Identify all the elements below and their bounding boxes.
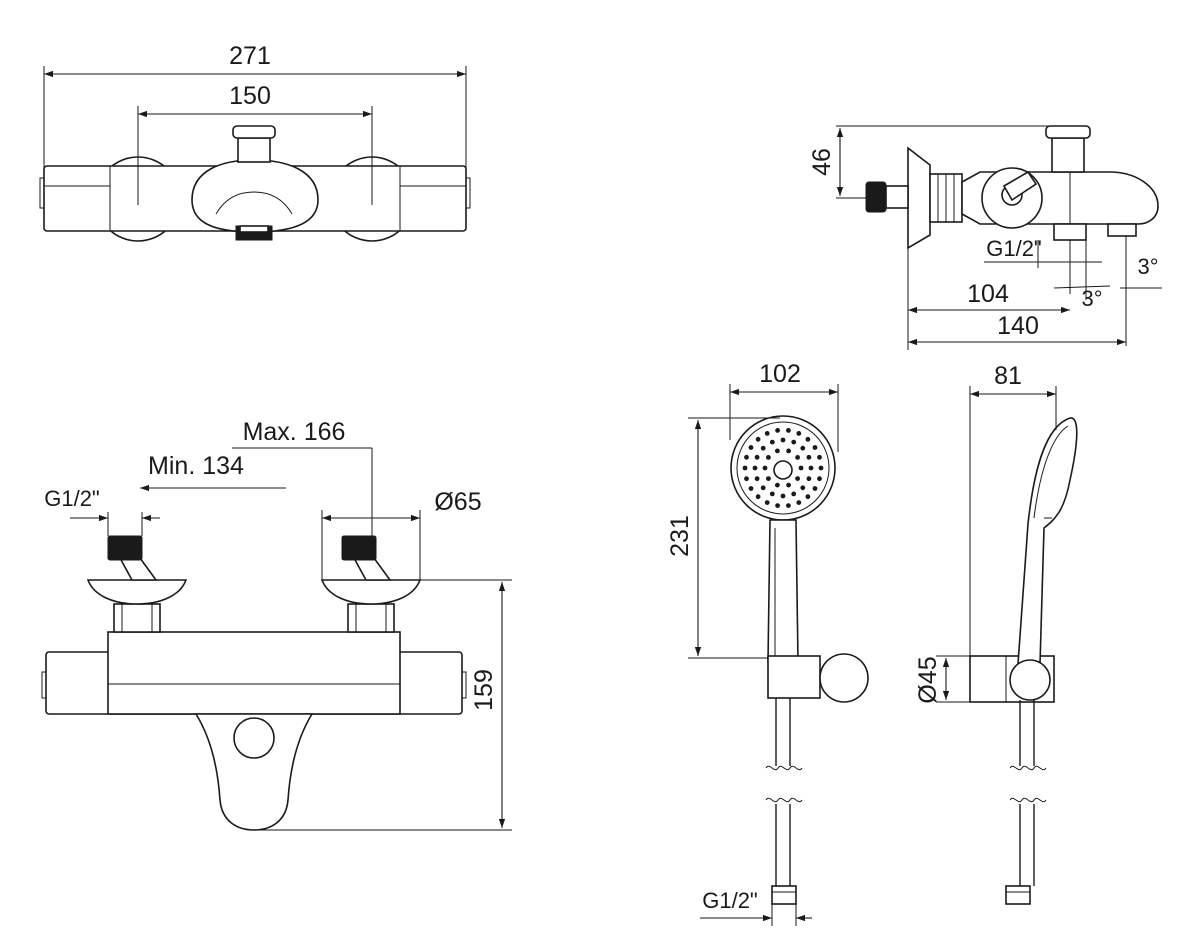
nozzle (754, 454, 760, 460)
nozzle (760, 485, 766, 491)
nozzle (766, 455, 771, 460)
nozzle (766, 476, 771, 481)
dim-profile-width: 81 (994, 362, 1022, 390)
nozzle (755, 436, 761, 442)
nozzle (744, 476, 749, 482)
nozzle (806, 476, 812, 482)
nozzle (754, 476, 760, 482)
dim-flange-diameter: Ø65 (434, 488, 481, 516)
nozzle (755, 494, 761, 500)
nozzle (796, 431, 802, 436)
nozzle (775, 428, 780, 433)
nozzle (812, 445, 818, 450)
nozzle (805, 494, 811, 500)
side-view (865, 125, 1159, 250)
dim-valve-spacing: 150 (229, 82, 271, 110)
nozzle (775, 448, 780, 454)
nozzle (744, 454, 749, 460)
nozzle (800, 485, 806, 491)
dim-side-depth: 46 (808, 148, 836, 176)
dim-front-height: 159 (470, 669, 498, 711)
shower-head-front (730, 415, 869, 905)
nozzle (795, 455, 800, 460)
nozzle (748, 445, 754, 450)
dim-side-thread: G1/2" (986, 236, 1042, 261)
nozzle (775, 503, 780, 508)
nozzle (808, 465, 814, 471)
nozzle (775, 482, 780, 488)
nozzle (805, 436, 811, 442)
dim-holder-diameter: Ø45 (914, 656, 942, 703)
nozzle (786, 448, 791, 454)
shower-head-profile (969, 417, 1078, 905)
dim-max-spacing: Max. 166 (243, 418, 346, 446)
nozzle (752, 465, 758, 471)
nozzle (764, 500, 770, 505)
dim-hose-thread: G1/2" (702, 888, 758, 913)
spray-nozzles (742, 428, 824, 508)
dim-angle-lower: 3° (1081, 286, 1102, 311)
nozzle (795, 476, 800, 481)
nozzle (742, 465, 748, 471)
dim-angle-right: 3° (1137, 254, 1158, 279)
nozzle (786, 503, 791, 508)
front-view (41, 535, 467, 831)
dim-spout-104: 104 (967, 280, 1009, 308)
nozzle (786, 482, 791, 488)
nozzle (800, 445, 806, 451)
nozzle (762, 465, 768, 471)
nozzle (806, 454, 812, 460)
nozzle (791, 439, 797, 445)
nozzle (748, 486, 754, 491)
front-dimensions: Max. 166 Min. 134 G1/2" Ø65 159 (44, 418, 512, 831)
dim-head-diameter: 102 (759, 360, 801, 388)
nozzle (817, 454, 822, 460)
nozzle (812, 486, 818, 491)
dim-head-length: 231 (666, 515, 694, 557)
dim-total-width: 271 (229, 42, 271, 70)
nozzle (780, 437, 786, 443)
nozzle (786, 428, 791, 433)
nozzle (769, 491, 775, 497)
top-dimensions: 271 150 (43, 42, 467, 205)
nozzle (791, 491, 797, 497)
nozzle (818, 465, 824, 471)
dim-front-thread: G1/2" (44, 486, 100, 511)
nozzle (764, 431, 770, 436)
dim-min-spacing: Min. 134 (148, 452, 244, 480)
top-view (39, 125, 471, 242)
nozzle (796, 500, 802, 505)
shower-head-dimensions: 102 231 G1/2" (666, 360, 839, 926)
nozzle (817, 476, 822, 482)
profile-dimensions: 81 Ø45 (914, 362, 1057, 704)
dim-spout-140: 140 (997, 312, 1039, 340)
nozzle (769, 439, 775, 445)
nozzle (798, 465, 804, 471)
side-dimensions: 46 G1/2" 104 140 3° 3° (808, 125, 1162, 350)
nozzle (780, 493, 786, 499)
nozzle (760, 445, 766, 451)
